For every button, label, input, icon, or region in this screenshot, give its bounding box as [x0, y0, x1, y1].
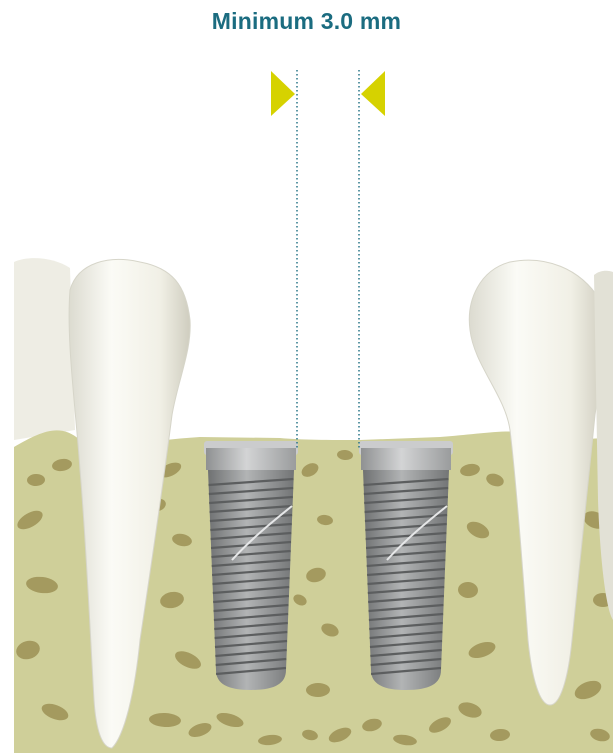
triangle-left-icon — [361, 71, 385, 116]
implant-left — [204, 441, 298, 690]
triangle-right-icon — [271, 71, 295, 116]
background-tooth-left — [14, 258, 75, 440]
implant-right — [359, 441, 453, 690]
